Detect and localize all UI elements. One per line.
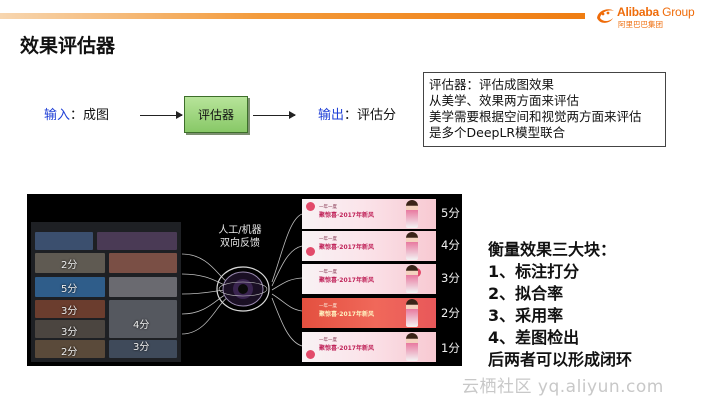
- summary-line: 3、采用率: [488, 306, 564, 325]
- ad-score: 3分: [441, 271, 460, 285]
- ad-title: 聚惊喜·2017年新风: [319, 345, 374, 352]
- ad-banner: 一年一度 聚惊喜·2017年新风: [302, 332, 436, 362]
- thumbnail: [35, 320, 105, 338]
- summary-line: 后两者可以形成闭环: [488, 350, 633, 369]
- ad-tagline: 一年一度: [319, 270, 337, 275]
- flower-icon: [306, 350, 315, 359]
- ad-title: 聚惊喜·2017年新风: [319, 244, 374, 251]
- alibaba-logo: Alibaba Group 阿里巴巴集团: [594, 3, 709, 31]
- feedback-label-line: 双向反馈: [220, 238, 260, 249]
- thumbnail: [35, 300, 105, 318]
- model-figure: [406, 299, 418, 327]
- thumbnail-score: 3分: [61, 306, 78, 317]
- output-keyword: 输出: [318, 108, 345, 123]
- brand-name: Alibaba Group: [617, 5, 695, 19]
- summary-line: 2、拟合率: [488, 284, 564, 303]
- thumbnail-score: 2分: [61, 260, 78, 271]
- description-line: 评估器：评估成图效果: [429, 77, 555, 92]
- evaluation-eye-icon: [216, 266, 270, 312]
- ad-banner: 一年一度 聚惊喜·2017年新风: [302, 298, 436, 328]
- ad-title: 聚惊喜·2017年新风: [319, 311, 374, 318]
- summary-line: 衡量效果三大块：: [488, 240, 617, 259]
- input-value: ：成图: [70, 108, 110, 123]
- flower-icon: [306, 202, 315, 211]
- flow-input-label: 输入：成图: [44, 104, 109, 123]
- thumbnail: [97, 232, 177, 250]
- thumbnail: [35, 253, 105, 273]
- ad-tagline: 一年一度: [319, 205, 337, 210]
- arrow-to-evaluator: [140, 111, 183, 119]
- model-figure: [406, 200, 418, 228]
- flower-icon: [306, 247, 315, 256]
- ad-title: 聚惊喜·2017年新风: [319, 212, 374, 219]
- ad-banner: 一年一度 聚惊喜·2017年新风: [302, 199, 436, 229]
- metrics-summary: 衡量效果三大块： 1、标注打分 2、拟合率 3、采用率 4、差图检出 后两者可以…: [488, 239, 632, 371]
- ad-tagline: 一年一度: [319, 338, 337, 343]
- evaluator-box: 评估器: [184, 96, 248, 133]
- thumbnail: [109, 340, 177, 358]
- ad-title: 聚惊喜·2017年新风: [319, 277, 374, 284]
- thumbnail: [35, 277, 105, 297]
- ad-banner: 一年一度 聚惊喜·2017年新风: [302, 231, 436, 261]
- summary-line: 1、标注打分: [488, 262, 580, 281]
- thumbnail: [109, 277, 177, 297]
- output-value: ：评估分: [344, 108, 397, 123]
- input-keyword: 输入: [44, 108, 71, 123]
- description-line: 是多个DeepLR模型联合: [429, 125, 566, 140]
- brand-name-cn: 阿里巴巴集团: [618, 20, 663, 29]
- alibaba-smile-icon: [597, 9, 614, 23]
- model-figure: [406, 232, 418, 260]
- page-title: 效果评估器: [20, 35, 116, 57]
- description-line: 从美学、效果两方面来评估: [429, 93, 580, 108]
- evaluator-description-box: 评估器：评估成图效果 从美学、效果两方面来评估 美学需要根据空间和视觉两方面来评…: [423, 72, 666, 147]
- summary-line: 4、差图检出: [488, 328, 580, 347]
- watermark: 云栖社区 yq.aliyun.com: [462, 377, 664, 397]
- model-figure: [406, 265, 418, 293]
- model-figure: [406, 333, 418, 361]
- thumbnail-score: 4分: [133, 320, 150, 331]
- thumbnail-score: 2分: [61, 347, 78, 358]
- thumbnail: [35, 340, 105, 358]
- flow-output-label: 输出：评估分: [318, 104, 396, 123]
- ad-tagline: 一年一度: [319, 304, 337, 309]
- arrow-to-output: [253, 111, 296, 119]
- ad-score: 1分: [441, 341, 460, 355]
- scored-thumbnails-panel: 2分 5分 3分 3分 4分 2分 3分: [31, 222, 181, 362]
- thumbnail: [109, 253, 177, 273]
- feedback-label-line: 人工/机器: [218, 225, 262, 236]
- feedback-demo-image: 2分 5分 3分 3分 4分 2分 3分 人工/机器 双向反馈: [27, 194, 462, 366]
- thumbnail: [35, 232, 93, 250]
- thumbnail: [109, 300, 177, 338]
- feedback-label: 人工/机器 双向反馈: [210, 224, 270, 250]
- thumbnail-score: 3分: [133, 342, 150, 353]
- ad-banner: 一年一度 聚惊喜·2017年新风: [302, 264, 436, 294]
- thumbnail-score: 5分: [61, 284, 78, 295]
- ad-tagline: 一年一度: [319, 237, 337, 242]
- ad-score: 5分: [441, 206, 460, 220]
- ad-score: 2分: [441, 306, 460, 320]
- ad-score: 4分: [441, 238, 460, 252]
- header-accent-bar: [0, 13, 585, 19]
- description-line: 美学需要根据空间和视觉两方面来评估: [429, 109, 642, 124]
- thumbnail-score: 3分: [61, 327, 78, 338]
